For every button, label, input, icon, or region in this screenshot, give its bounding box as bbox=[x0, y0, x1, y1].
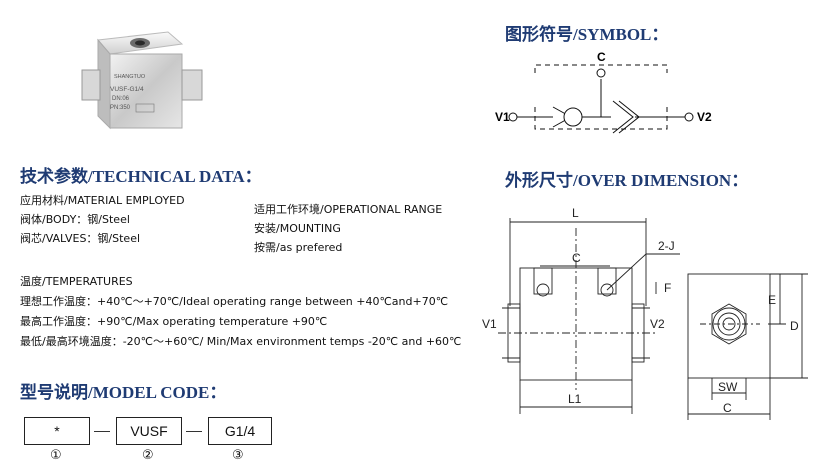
dim-label-2j: 2-J bbox=[658, 239, 675, 253]
tech-left-line: 阀芯/VALVES：钢/Steel bbox=[20, 232, 141, 245]
symbol-label-v2: V2 bbox=[697, 110, 712, 124]
photo-brand: SHANGTUO bbox=[114, 74, 146, 80]
tech-left-line: 阀体/BODY：钢/Steel bbox=[20, 213, 130, 226]
port-c-circle bbox=[596, 68, 606, 78]
port-v1-circle bbox=[508, 112, 518, 122]
dimension-drawing: L C 2-J F V1 V2 L1 E D SW C bbox=[482, 206, 808, 420]
symbol-heading: 图形符号/SYMBOL： bbox=[505, 25, 669, 44]
temp-line: 最低/最高环境温度：-20℃～+60℃/ Min/Max environment… bbox=[20, 335, 462, 348]
symbol-label-c: C bbox=[597, 50, 606, 64]
photo-dn: DN:06 bbox=[112, 96, 130, 102]
symbol-label-v1: V1 bbox=[495, 110, 510, 124]
dim-label-c-bottom: C bbox=[723, 401, 732, 415]
model-code-dash bbox=[186, 431, 202, 432]
tech-right-line: 按需/as prefered bbox=[254, 241, 343, 254]
model-code-box-1: * bbox=[24, 417, 90, 445]
product-photo: SHANGTUO VUSF-G1/4 DN:06 PN:350 bbox=[81, 31, 203, 130]
tech-right-line: 适用工作环境/OPERATIONAL RANGE bbox=[254, 203, 443, 216]
photo-model: VUSF-G1/4 bbox=[110, 86, 144, 93]
tech-left-block: 应用材料/MATERIAL EMPLOYED 阀体/BODY：钢/Steel 阀… bbox=[20, 194, 185, 245]
model-code-marker-1: ① bbox=[50, 448, 62, 463]
photo-pn: PN:350 bbox=[110, 105, 131, 111]
tech-left-line: 应用材料/MATERIAL EMPLOYED bbox=[20, 194, 185, 207]
dim-label-sw: SW bbox=[718, 380, 738, 394]
dim-label-c-top: C bbox=[572, 251, 581, 265]
temp-line: 理想工作温度：+40℃～+70℃/Ideal operating range b… bbox=[20, 295, 449, 308]
tech-right-block: 适用工作环境/OPERATIONAL RANGE 安装/MOUNTING 按需/… bbox=[254, 203, 442, 254]
tech-right-line: 安装/MOUNTING bbox=[254, 222, 341, 235]
port-v2-circle bbox=[684, 112, 694, 122]
model-code-marker-3: ③ bbox=[232, 448, 244, 463]
dim-label-v2: V2 bbox=[650, 317, 665, 331]
model-code-marker-2: ② bbox=[142, 448, 154, 463]
dim-label-v1: V1 bbox=[482, 317, 497, 331]
dim-label-l: L bbox=[572, 206, 579, 220]
symbol-diagram: C V1 V2 bbox=[495, 50, 712, 134]
technical-heading: 技术参数/TECHNICAL DATA： bbox=[20, 167, 262, 186]
dim-label-d: D bbox=[790, 319, 799, 333]
model-code-box-2: VUSF bbox=[116, 417, 182, 445]
temp-line: 最高工作温度：+90℃/Max operating temperature +9… bbox=[20, 315, 328, 328]
model-code-box-3: G1/4 bbox=[208, 417, 272, 445]
model-code-dash bbox=[94, 431, 110, 432]
model-code-heading: 型号说明/MODEL CODE： bbox=[20, 383, 227, 402]
dimension-heading: 外形尺寸/OVER DIMENSION： bbox=[505, 171, 749, 190]
dim-label-e: E bbox=[768, 293, 776, 307]
dim-label-l1: L1 bbox=[568, 392, 582, 406]
temp-line: 温度/TEMPERATURES bbox=[20, 275, 133, 288]
temperature-block: 温度/TEMPERATURES 理想工作温度：+40℃～+70℃/Ideal o… bbox=[20, 275, 461, 348]
dim-label-f: F bbox=[664, 281, 671, 295]
